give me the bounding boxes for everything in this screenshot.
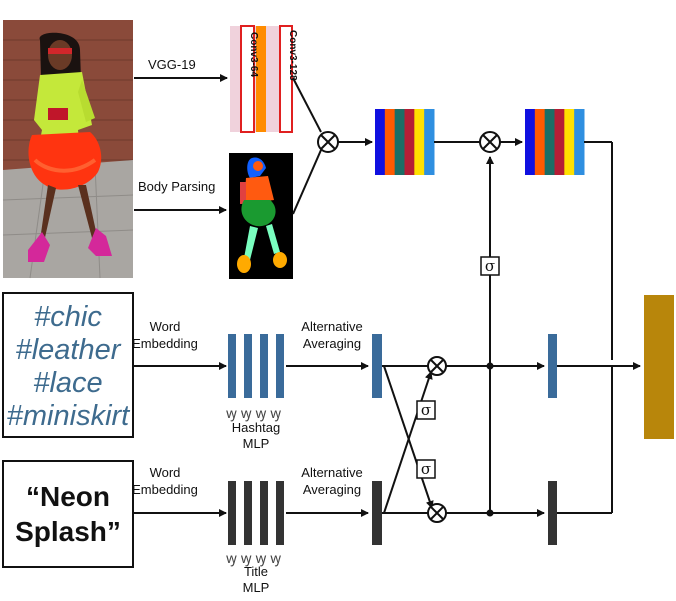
svg-text:σ: σ: [485, 257, 495, 275]
fused-image-feature: [375, 109, 435, 175]
svg-text:σ: σ: [421, 460, 431, 478]
title-line-1: “Neon: [26, 481, 110, 512]
feature-stripe: [525, 109, 536, 175]
conv3-128-label: Conv3-128: [287, 30, 298, 81]
sigma-gate-image: [480, 256, 500, 276]
feature-stripe: [414, 109, 425, 175]
vgg-conv-block: Conv3-64 Conv3-128: [230, 25, 298, 133]
body-parsing-map: [229, 153, 293, 279]
svg-text:σ: σ: [421, 401, 431, 419]
svg-text:ꝡ ꝡ ꝡ ꝡ: ꝡ ꝡ ꝡ ꝡ: [226, 550, 281, 567]
hashtag-averaging-label-1: Alternative: [301, 319, 362, 334]
sigma-gate-hashtag-to-title: [416, 459, 436, 479]
feature-stripe: [404, 109, 415, 175]
vgg-label: VGG-19: [148, 57, 196, 72]
title-averaging-label-1: Alternative: [301, 465, 362, 480]
attended-image-feature: [525, 109, 585, 175]
svg-text:ꝡ ꝡ ꝡ ꝡ: ꝡ ꝡ ꝡ ꝡ: [226, 405, 281, 422]
hashtag-lace: #lace: [33, 367, 102, 399]
hashtag-mlp-label-2: MLP: [243, 436, 270, 451]
hashtag-chic: #chic: [34, 301, 102, 333]
hashtag-box: [2, 292, 134, 438]
feature-stripe: [574, 109, 585, 175]
title-mlp: ꝡ ꝡ ꝡ ꝡ: [226, 481, 284, 567]
feature-stripe: [424, 109, 435, 175]
title-mlp-label-2: MLP: [243, 580, 270, 595]
hashtag-embedding-label-2: Embedding: [132, 336, 198, 351]
title-avg-vector: [372, 481, 382, 545]
title-box: [2, 460, 134, 568]
title-averaging-label-2: Averaging: [303, 482, 361, 497]
sigma-gate-title-to-hashtag: [416, 400, 436, 420]
title-mlp-label-1: Title: [244, 564, 268, 579]
hashtag-averaging-label-2: Averaging: [303, 336, 361, 351]
title-line-2: Splash”: [15, 516, 121, 547]
feature-stripe: [375, 109, 386, 175]
conv3-128-layer: [279, 25, 293, 133]
feature-stripe: [554, 109, 565, 175]
feature-stripe: [544, 109, 555, 175]
fashion-photo: [2, 20, 134, 279]
hashtag-avg-vector: [372, 334, 382, 398]
body-parsing-label: Body Parsing: [138, 179, 215, 194]
conv3-64-label: Conv3-64: [248, 32, 259, 77]
feature-stripe: [384, 109, 396, 175]
title-embedding-label-1: Word: [150, 465, 181, 480]
hashtag-leather: #leather: [16, 334, 122, 366]
output-feature-vector: [644, 295, 674, 439]
hashtag-embedding-label-1: Word: [150, 319, 181, 334]
hashtag-miniskirt: #miniskirt: [7, 400, 131, 432]
hashtag-final-vector: [548, 334, 557, 398]
conv3-64-layer: [240, 25, 255, 133]
feature-stripe: [564, 109, 575, 175]
hashtag-mlp: ꝡ ꝡ ꝡ ꝡ: [226, 334, 284, 422]
feature-stripe: [394, 109, 405, 175]
feature-stripe: [534, 109, 546, 175]
title-final-vector: [548, 481, 557, 545]
hashtag-mlp-label-1: Hashtag: [232, 420, 280, 435]
title-embedding-label-2: Embedding: [132, 482, 198, 497]
